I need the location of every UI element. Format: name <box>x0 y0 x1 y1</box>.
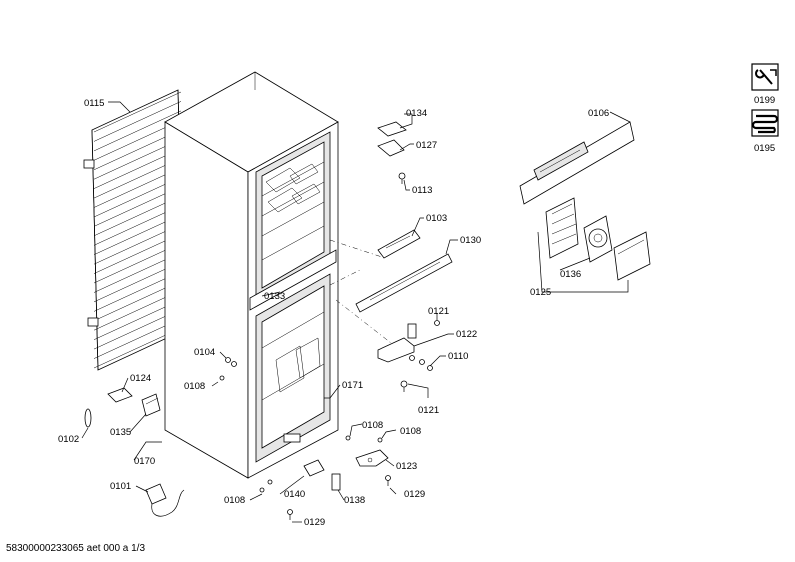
leader-lines <box>81 101 631 523</box>
callout-0106: 0106 <box>588 108 609 119</box>
callout-0130: 0130 <box>460 235 481 246</box>
callout-0199: 0199 <box>754 95 775 106</box>
callout-0134: 0134 <box>406 108 427 119</box>
callout-0102: 0102 <box>58 434 79 445</box>
callout-0127: 0127 <box>416 140 437 151</box>
callout-0135: 0135 <box>110 427 131 438</box>
callout-0171: 0171 <box>342 380 363 391</box>
part-0140-holder <box>303 459 325 477</box>
part-0121-screw-b <box>400 380 408 392</box>
callout-0129-bottom: 0129 <box>304 517 325 528</box>
part-0134-cover <box>377 121 407 137</box>
callout-0122: 0122 <box>456 329 477 340</box>
part-0130-rail <box>355 253 453 313</box>
callout-0108-right-b: 0108 <box>400 426 421 437</box>
part-0136-fan <box>583 215 613 263</box>
part-0103-light-module <box>377 229 421 259</box>
part-0108-plugs-right <box>345 435 383 443</box>
callout-0113: 0113 <box>412 185 432 196</box>
callout-0129-right: 0129 <box>404 489 425 500</box>
part-0102-seal-ring <box>84 408 92 428</box>
part-0125-fan-housing <box>545 197 651 281</box>
part-0129-screw-a <box>287 509 293 520</box>
callout-0101: 0101 <box>110 481 131 492</box>
part-0129-screw-b <box>385 475 391 486</box>
callout-0170: 0170 <box>134 456 155 467</box>
condenser-tube <box>93 110 182 152</box>
callout-0125: 0125 <box>530 287 551 298</box>
callout-labels: 0115 0134 0127 0113 0103 0130 0133 0121 … <box>58 95 775 528</box>
part-0106-control-panel <box>519 121 635 205</box>
part-0138-switch <box>331 473 341 491</box>
callout-0124: 0124 <box>130 373 151 384</box>
service-wrench-icon <box>751 63 779 91</box>
callout-0123: 0123 <box>396 461 417 472</box>
callout-0104: 0104 <box>194 347 215 358</box>
condenser-tube <box>93 101 182 142</box>
part-0101-power-cable <box>145 483 185 517</box>
callout-0121-top: 0121 <box>428 306 449 317</box>
callout-0108-bottom: 0108 <box>224 495 245 506</box>
callout-0121-bottom: 0121 <box>418 405 439 416</box>
callout-0103: 0103 <box>426 213 447 224</box>
callout-0195: 0195 <box>754 143 775 154</box>
callout-0140: 0140 <box>284 489 305 500</box>
part-0110-screws <box>409 355 433 371</box>
part-0108-plugs-bottom <box>259 479 273 493</box>
condenser-tube <box>93 91 182 133</box>
part-0123-bottom-hinge <box>355 449 389 467</box>
part-0113-screw <box>398 172 406 184</box>
callout-0108-left: 0108 <box>184 381 205 392</box>
part-0124-plate <box>107 387 133 403</box>
callout-0136: 0136 <box>560 269 581 280</box>
callout-0138: 0138 <box>344 495 365 506</box>
part-0135-compressor-bracket <box>141 393 161 417</box>
callout-0133: 0133 <box>264 291 285 302</box>
part-0121-screw-a <box>434 320 440 326</box>
coil-heater-icon <box>751 109 779 137</box>
callout-0108-right-a: 0108 <box>362 420 383 431</box>
part-0127-bracket <box>377 139 405 157</box>
part-0104-clips <box>225 357 237 367</box>
callout-0115: 0115 <box>84 98 104 109</box>
part-0108-plug-a <box>219 375 225 381</box>
part-0122-hinge <box>377 323 417 363</box>
footer-document-id: 58300000233065 aet 000 a 1/3 <box>6 543 146 554</box>
refrigerator-cabinet <box>164 71 339 479</box>
callout-0110: 0110 <box>448 351 468 362</box>
